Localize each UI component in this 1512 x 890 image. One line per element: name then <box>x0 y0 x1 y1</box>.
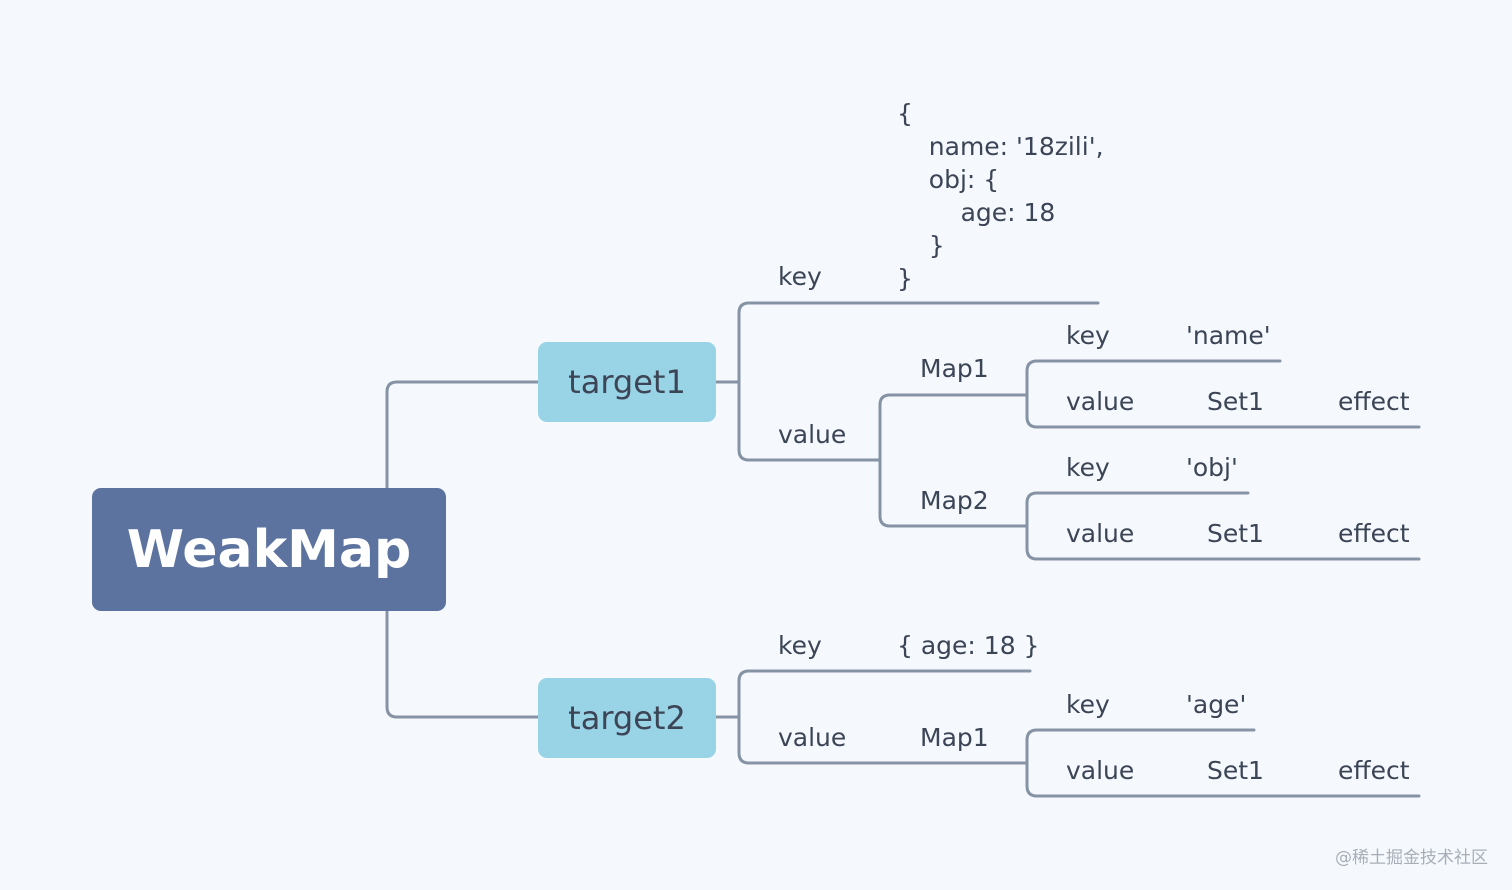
map1-label: Map1 <box>920 354 989 383</box>
map1-value-label: value <box>1066 387 1135 416</box>
edge-t2-map1-key <box>1025 728 1256 765</box>
map1-effect-label: effect <box>1338 387 1410 416</box>
edge-value-map1 <box>878 393 1029 462</box>
edge-map1-key <box>1025 359 1282 397</box>
weakmap-root-node: WeakMap <box>92 488 446 611</box>
edge-root-target1 <box>385 380 540 490</box>
target1-key-object: { name: '18zili', obj: { age: 18 } } <box>897 99 1104 293</box>
edge-target2-value <box>737 715 1029 765</box>
edge-value-map2 <box>878 458 1029 528</box>
edge-map2-key <box>1025 491 1250 528</box>
target2-map1-value-label: value <box>1066 756 1135 785</box>
map2-key-value: 'obj' <box>1186 453 1238 482</box>
edge-target1-value <box>737 380 882 462</box>
map1-key-value: 'name' <box>1186 321 1271 350</box>
target2-value-label: value <box>778 723 847 752</box>
map2-set-label: Set1 <box>1207 519 1264 548</box>
map2-label: Map2 <box>920 486 989 515</box>
target2-map1-set-label: Set1 <box>1207 756 1264 785</box>
edge-map1-value <box>1025 393 1421 429</box>
map1-key-label: key <box>1066 321 1110 350</box>
edge-t2-map1-value <box>1025 761 1421 798</box>
watermark: @稀土掘金技术社区 <box>1335 848 1488 868</box>
target1-key-label: key <box>778 262 822 291</box>
target2-map1-key-label: key <box>1066 690 1110 719</box>
target2-map1-label: Map1 <box>920 723 989 752</box>
target1-node: target1 <box>538 342 716 422</box>
map2-key-label: key <box>1066 453 1110 482</box>
target2-node: target2 <box>538 678 716 758</box>
edge-target2-key <box>737 669 1032 719</box>
target2-key-object: { age: 18 } <box>897 631 1040 660</box>
target1-value-label: value <box>778 420 847 449</box>
edge-map2-value <box>1025 524 1421 561</box>
map2-value-label: value <box>1066 519 1135 548</box>
edge-target1-key <box>737 301 1100 384</box>
map1-set-label: Set1 <box>1207 387 1264 416</box>
target2-key-label: key <box>778 631 822 660</box>
target2-map1-key-value: 'age' <box>1186 690 1247 719</box>
target2-map1-effect-label: effect <box>1338 756 1410 785</box>
map2-effect-label: effect <box>1338 519 1410 548</box>
edge-root-target2 <box>385 609 540 719</box>
